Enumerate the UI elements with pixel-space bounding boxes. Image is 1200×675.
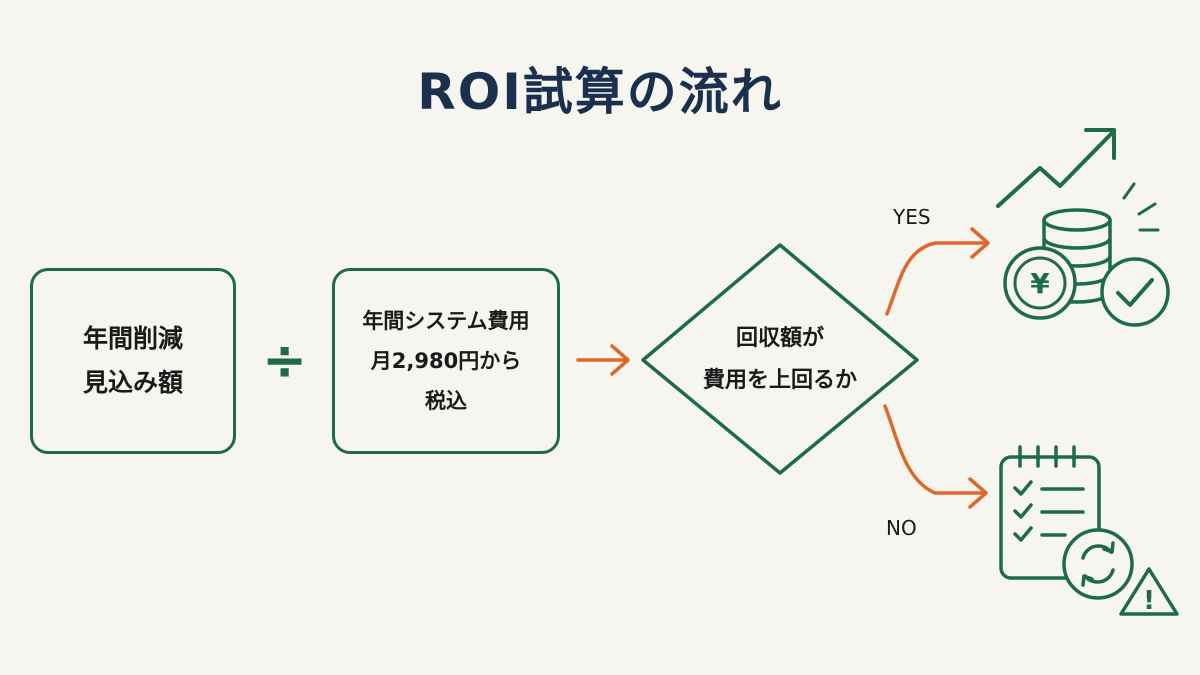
no-label: NO bbox=[886, 516, 917, 540]
trend-up-arrow-icon bbox=[996, 128, 1116, 208]
page-title: ROI試算の流れ bbox=[417, 63, 783, 121]
yes-label: YES bbox=[893, 205, 931, 229]
yen-symbol: ¥ bbox=[1030, 267, 1050, 300]
decision-line1: 回収額が bbox=[735, 326, 824, 351]
warning-symbol: ! bbox=[1143, 586, 1155, 616]
divide-operator: ÷ bbox=[262, 329, 308, 392]
arrow-to-decision bbox=[576, 344, 630, 376]
yen-coin-icon bbox=[1003, 246, 1077, 320]
annual-savings-line1: 年間削減 bbox=[82, 324, 183, 353]
decision-diamond bbox=[641, 243, 919, 475]
decision-line2: 費用を上回るか bbox=[702, 368, 857, 393]
check-circle-icon bbox=[1100, 257, 1170, 327]
refresh-cycle-icon bbox=[1062, 528, 1134, 600]
no-branch-arrow bbox=[883, 404, 988, 509]
yes-branch-arrow bbox=[885, 227, 990, 316]
system-cost-line3: 税込 bbox=[425, 389, 467, 413]
system-cost-line1: 年間システム費用 bbox=[362, 309, 530, 333]
decision-text: 回収額が 費用を上回るか bbox=[660, 318, 900, 402]
annual-savings-box: 年間削減 見込み額 bbox=[30, 268, 236, 454]
annual-system-cost-box: 年間システム費用 月2,980円から 税込 bbox=[332, 268, 560, 454]
system-cost-line2: 月2,980円から bbox=[370, 349, 522, 373]
warning-icon bbox=[1119, 567, 1179, 616]
annual-savings-line2: 見込み額 bbox=[82, 368, 183, 397]
sparkle-lines-icon bbox=[1122, 182, 1160, 232]
